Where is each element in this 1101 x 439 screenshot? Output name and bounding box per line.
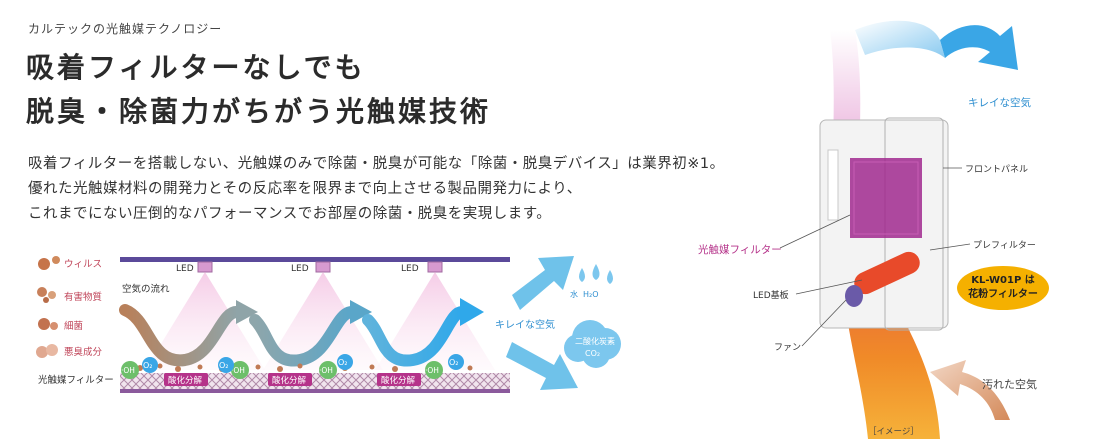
harmful-substance-label: 有害物質	[64, 291, 102, 303]
virus-label: ウィルス	[64, 259, 102, 270]
led-1: LED	[145, 261, 265, 370]
svg-text:·OH: ·OH	[121, 366, 135, 375]
led-rail	[120, 257, 510, 262]
photocatalyst-process-diagram: ウィルス 有害物質 細菌 悪臭成分 LED LED LED 空気の流れ	[36, 256, 621, 393]
led-label-2: LED	[291, 264, 309, 274]
led-3: LED	[375, 261, 495, 370]
photocatalyst-filter	[850, 158, 922, 238]
oh-bubble-4: ·OH	[425, 361, 443, 379]
airflow-wave-1	[119, 304, 244, 367]
filter-label: 光触媒フィルター	[38, 374, 114, 386]
eyebrow-text: カルテックの光触媒テクノロジー	[28, 22, 223, 36]
right-clean-air-label: キレイな空気	[968, 96, 1031, 109]
odor-icon	[36, 346, 48, 358]
bacteria-icon	[38, 318, 50, 330]
o2-bubble-1: O₂	[142, 357, 158, 373]
harmful-substance-icon	[37, 287, 47, 297]
co2-cloud-icon: 二酸化炭素 CO₂	[564, 320, 621, 368]
svg-text:·OH: ·OH	[425, 366, 439, 375]
image-note: ［イメージ］	[868, 427, 919, 437]
prefilter-label: プレフィルター	[973, 240, 1036, 251]
decompose-tag-1: 酸化分解	[164, 373, 208, 386]
decompose-tag-3: 酸化分解	[377, 373, 421, 386]
svg-text:CO₂: CO₂	[585, 349, 600, 358]
oh-bubble-3: ·OH	[319, 361, 337, 379]
oh-bubble-1: ·OH	[121, 361, 139, 379]
clean-air-arrow-down	[506, 342, 578, 390]
svg-text:O₂: O₂	[143, 361, 153, 370]
clean-air-arrow-up	[512, 256, 574, 310]
fan-icon	[845, 251, 920, 307]
body-line-1: 吸着フィルターを搭載しない、光触媒のみで除菌・脱臭が可能な「除菌・脱臭デバイス」…	[28, 156, 725, 172]
virus-icon	[38, 258, 50, 270]
headline-line-1: 吸着フィルターなしでも	[26, 51, 366, 84]
headline-line-2: 脱臭・除菌力がちがう光触媒技術	[26, 95, 492, 128]
svg-text:酸化分解: 酸化分解	[272, 375, 307, 386]
o2-bubble-4: O₂	[448, 354, 464, 370]
photocatalyst-filter-label: 光触媒フィルター	[698, 243, 782, 256]
air-purifier-diagram: キレイな空気 汚れた空気 フロントパネル 光触媒フィルター プレフィルター LE…	[698, 20, 1037, 439]
airflow-wave-2	[249, 306, 358, 367]
svg-text:O₂: O₂	[338, 358, 348, 367]
svg-text:O₂: O₂	[449, 358, 459, 367]
led-board-label: LED基板	[753, 289, 789, 301]
kl-w01p-badge: KL-W01P は 花粉フィルター	[957, 266, 1049, 310]
decompose-tag-2: 酸化分解	[268, 373, 312, 386]
badge-line-2: 花粉フィルター	[968, 289, 1038, 300]
svg-text:O₂: O₂	[219, 361, 229, 370]
body-line-3: これまでにない圧倒的なパフォーマンスでお部屋の除菌・脱臭を実現します。	[28, 206, 552, 222]
svg-text:酸化分解: 酸化分解	[168, 375, 203, 386]
o2-bubble-3: O₂	[337, 354, 353, 370]
body-line-2: 優れた光触媒材料の開発力とその反応率を限界まで向上させる製品開発力により、	[28, 181, 582, 197]
dirty-air-arrow	[930, 360, 1010, 420]
h2o-label: H₂O	[583, 290, 599, 299]
water-label: 水	[570, 289, 578, 299]
led-2: LED	[263, 261, 383, 370]
odor-label: 悪臭成分	[64, 346, 103, 358]
led-label-1: LED	[176, 264, 194, 274]
pollutant-legend: ウィルス 有害物質 細菌 悪臭成分	[36, 256, 103, 358]
svg-text:·OH: ·OH	[231, 366, 245, 375]
bacteria-label: 細菌	[64, 320, 83, 332]
airflow-wave-3	[362, 306, 468, 367]
front-panel-label: フロントパネル	[965, 164, 1028, 175]
dirty-air-label: 汚れた空気	[982, 377, 1037, 391]
airflow-label: 空気の流れ	[122, 283, 170, 295]
clean-air-top-arrow	[940, 25, 1018, 70]
svg-text:·OH: ·OH	[319, 366, 333, 375]
oh-bubble-2: ·OH	[231, 361, 249, 379]
left-clean-air-label: キレイな空気	[495, 318, 555, 331]
water-droplet-icon	[579, 264, 613, 284]
o2-bubble-2: O₂	[218, 357, 234, 373]
led-label-3: LED	[401, 264, 419, 274]
fan-label: ファン	[774, 343, 801, 353]
badge-line-1: KL-W01P は	[971, 275, 1035, 286]
svg-text:酸化分解: 酸化分解	[381, 375, 416, 386]
svg-text:二酸化炭素: 二酸化炭素	[575, 336, 615, 346]
